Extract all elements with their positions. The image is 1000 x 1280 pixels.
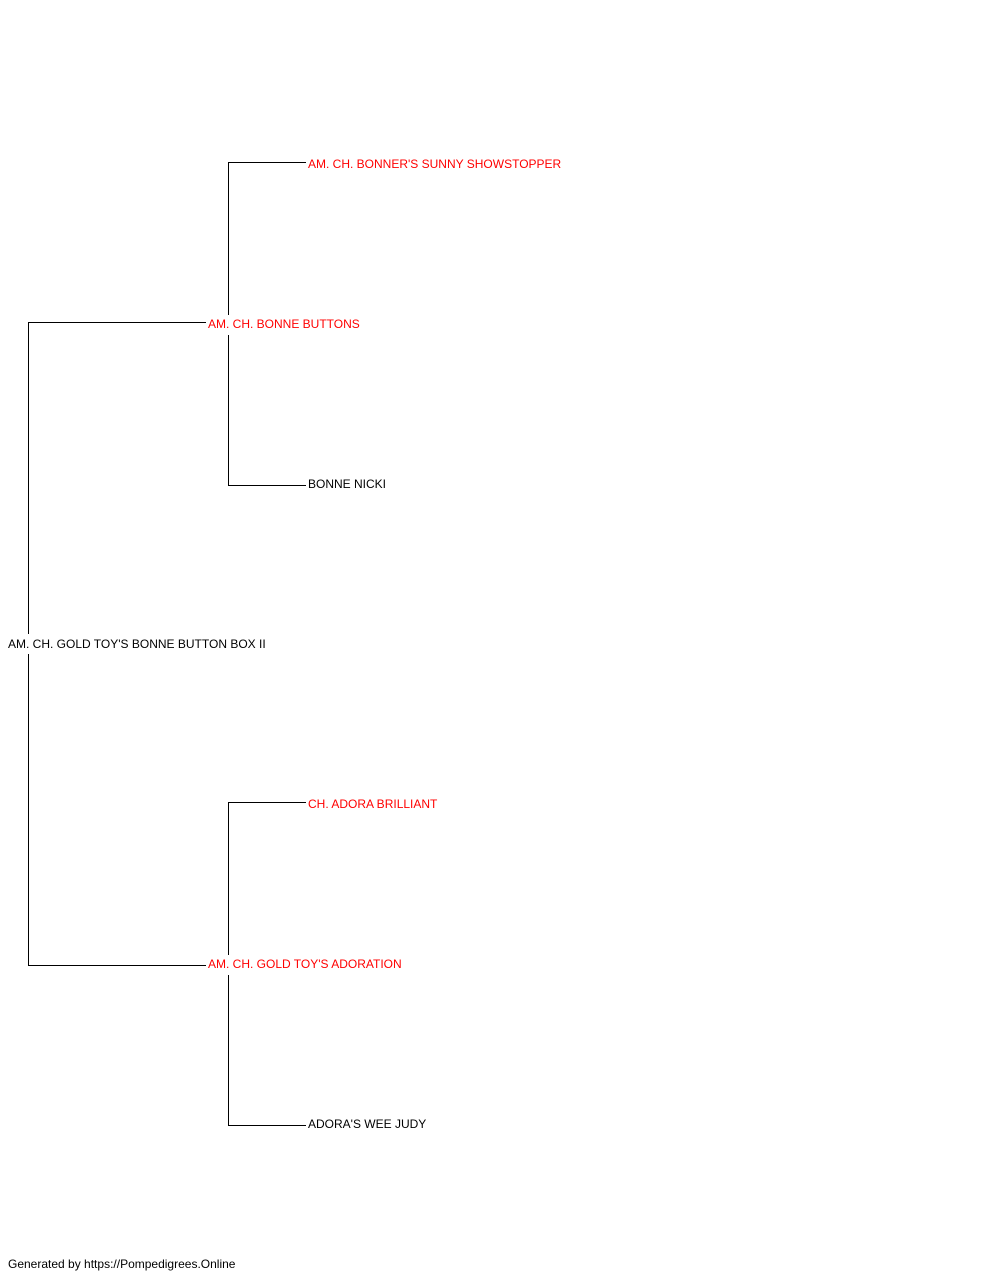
dam-name: AM. CH. GOLD TOY'S ADORATION (208, 957, 403, 971)
dam-sire-name: CH. ADORA BRILLIANT (308, 797, 439, 811)
dam-dam-name: ADORA'S WEE JUDY (308, 1117, 428, 1131)
generated-by-footer: Generated by https://Pompedigrees.Online (8, 1257, 236, 1271)
sire-sire-name: AM. CH. BONNER'S SUNNY SHOWSTOPPER (308, 157, 563, 171)
subject-dog-name: AM. CH. GOLD TOY'S BONNE BUTTON BOX II (8, 637, 267, 651)
sire-dam-name: BONNE NICKI (308, 477, 388, 491)
sire-name: AM. CH. BONNE BUTTONS (208, 317, 361, 331)
